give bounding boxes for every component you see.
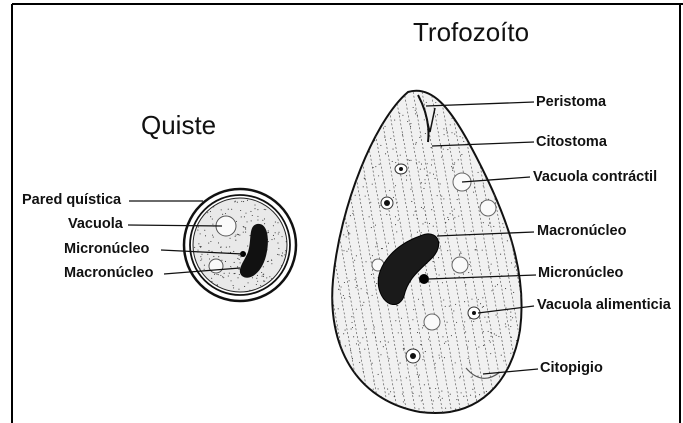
food-vacuole	[381, 197, 393, 209]
label-vacuola-alimenticia: Vacuola alimenticia	[537, 297, 672, 313]
label-vacuola-contractil: Vacuola contráctil	[533, 169, 657, 185]
label-macronucleo: Macronúcleo	[537, 223, 627, 239]
label-cyst-wall: Pared quística	[22, 192, 122, 208]
contractile-vacuole	[480, 200, 496, 216]
cyst-diagram: Quiste Pared quística Vacuola Micronúcle…	[22, 110, 296, 301]
cyst-cytoplasm	[193, 198, 287, 292]
label-cyst-vacuole: Vacuola	[68, 216, 124, 232]
label-citostoma: Citostoma	[536, 134, 608, 150]
food-vacuole	[395, 164, 407, 174]
contractile-vacuole	[424, 314, 440, 330]
food-vacuole	[406, 349, 420, 363]
label-micronucleo: Micronúcleo	[538, 265, 624, 281]
label-cyst-macronucleus: Macronúcleo	[64, 265, 154, 281]
label-peristoma: Peristoma	[536, 94, 607, 110]
contractile-vacuole	[452, 257, 468, 273]
trophozoite-micronucleus	[419, 274, 429, 284]
label-citopigio: Citopigio	[540, 360, 603, 376]
trophozoite-title: Trofozoíto	[413, 17, 529, 47]
label-cyst-micronucleus: Micronúcleo	[64, 241, 150, 257]
cyst-title: Quiste	[141, 110, 216, 140]
trophozoite-diagram: Trofozoíto Peristoma Citostoma Vacuola c…	[276, 17, 672, 420]
